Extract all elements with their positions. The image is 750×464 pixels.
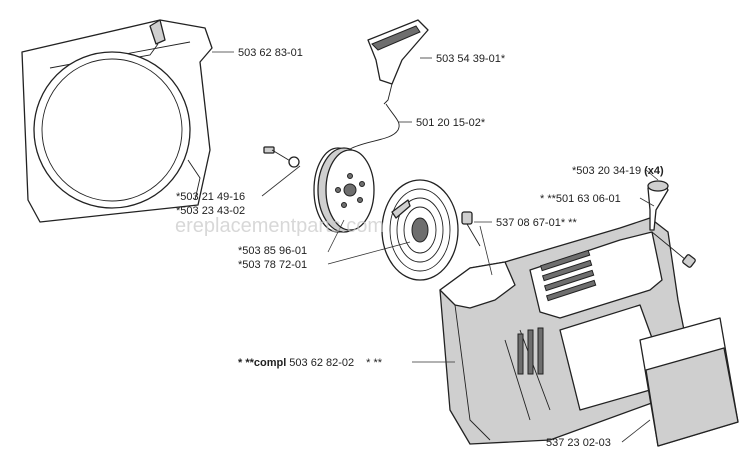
label-assembly-suffix: * ** xyxy=(366,357,383,369)
label-handle: 503 54 39-01* xyxy=(436,53,506,65)
leader-lines xyxy=(212,51,659,443)
label-cord: 501 20 15-02* xyxy=(416,117,486,129)
bolt-part xyxy=(651,231,696,268)
label-decal: 537 23 02-03 xyxy=(546,437,611,449)
bushing-part xyxy=(647,180,669,231)
fan-cover-part xyxy=(21,19,213,223)
label-assembly-prefix: * **compl xyxy=(238,357,286,369)
label-assembly-number: 503 62 82-02 xyxy=(289,357,354,369)
label-pulley-screw: 537 08 67-01* ** xyxy=(496,217,577,229)
label-bolt-number: *503 20 34-19 xyxy=(572,165,641,177)
pulley-screw-part xyxy=(461,211,481,247)
label-screw-a: *503 21 49-16 xyxy=(176,191,245,203)
starter-handle-part xyxy=(367,19,429,105)
label-spring-a: *503 85 96-01 xyxy=(238,245,307,257)
label-bushing: * **501 63 06-01 xyxy=(540,193,621,205)
decal-part xyxy=(639,317,739,447)
starter-pulley-part xyxy=(313,147,375,233)
label-bolt-qty: (x4) xyxy=(644,165,664,177)
watermark: ereplacementparts.com xyxy=(175,215,384,237)
label-spring-b: *503 78 72-01 xyxy=(238,259,307,271)
label-fan-cover: 503 62 83-01 xyxy=(238,47,303,59)
recoil-spring-part xyxy=(381,179,459,281)
screw-part xyxy=(263,146,300,168)
starter-cover-part xyxy=(439,217,691,445)
label-bolt: *503 20 34-19(x4) xyxy=(572,165,664,177)
label-screw-b: *503 23 43-02 xyxy=(176,205,245,217)
